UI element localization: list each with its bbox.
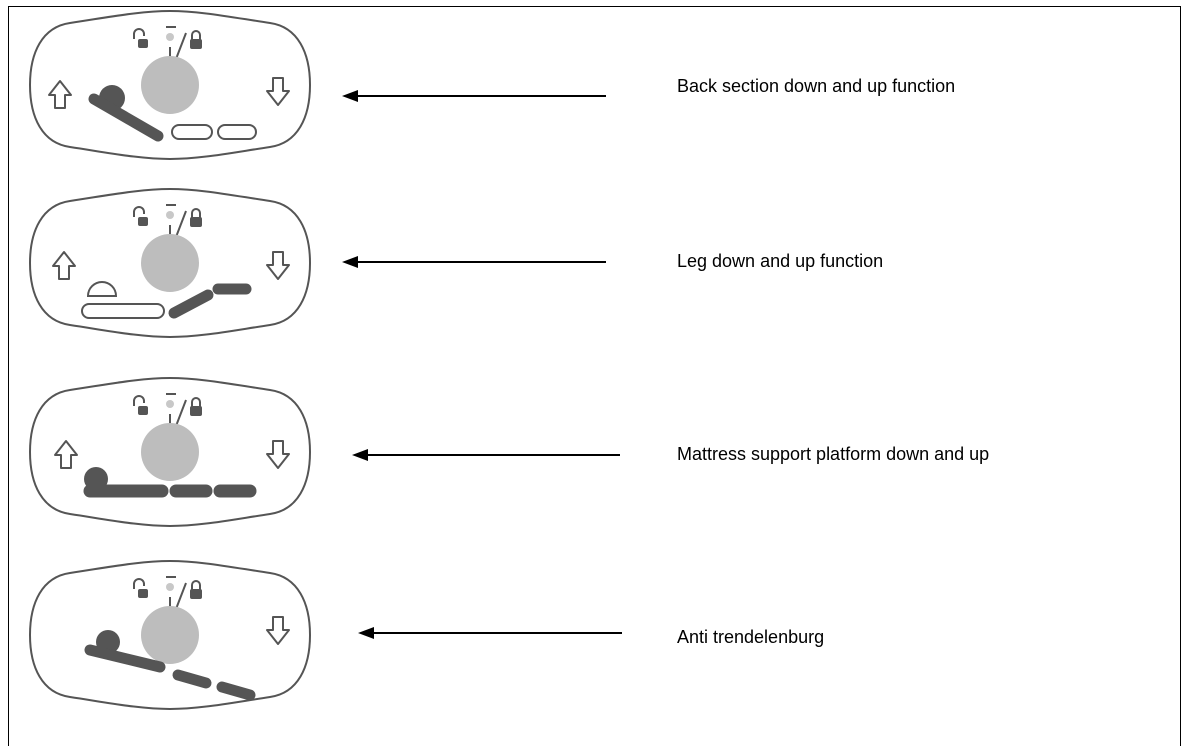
leg-section-icon [81,281,252,319]
label-back-section: Back section down and up function [677,76,955,96]
knob [141,234,199,292]
knob [141,56,199,114]
back-section-icon [88,85,257,142]
knob [141,606,199,664]
remote-back-section [29,10,311,160]
label-platform: Mattress support platform down and up [677,444,989,464]
pointer-arrow [342,90,606,102]
remote-platform [29,377,311,527]
pointer-arrow [352,449,620,461]
diagram-frame [8,6,1181,746]
label-leg-section: Leg down and up function [677,251,883,271]
pointer-arrow [342,256,606,268]
platform-icon [83,467,257,498]
remote-anti-trendelenburg [29,560,311,710]
remote-leg-section [29,188,311,338]
pointer-arrow [358,627,622,639]
knob [141,423,199,481]
anti-trendelenburg-icon [84,630,256,701]
label-anti-trendelenburg: Anti trendelenburg [677,627,824,647]
